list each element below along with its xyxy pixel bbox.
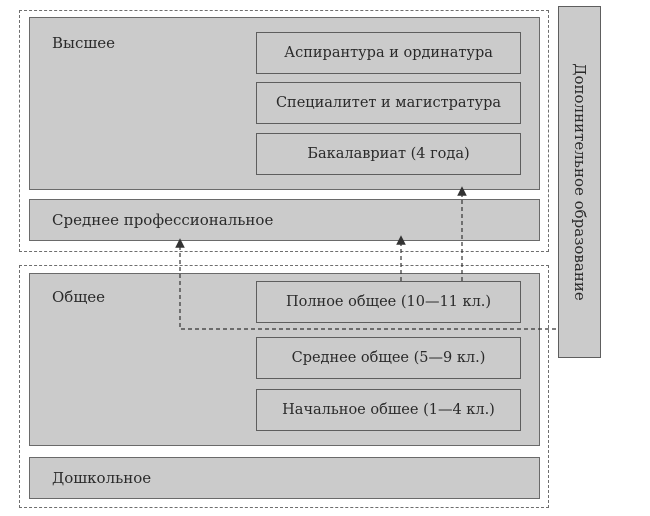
basic-general-box: Среднее общее (5—9 кл.) (256, 337, 521, 379)
complete-general-box: Полное общее (10—11 кл.) (256, 281, 521, 323)
higher-education-label: Высшее (52, 34, 116, 52)
general-education-label: Общее (52, 288, 106, 306)
additional-education-box: Дополнительное образование (558, 6, 601, 358)
preschool-panel (29, 457, 540, 499)
specialist-master-box: Специалитет и магистратура (256, 82, 521, 124)
primary-general-box: Начальное обшее (1—4 кл.) (256, 389, 521, 431)
secondary-professional-label: Среднее профессиональное (52, 211, 274, 229)
additional-education-label: Дополнительное образование (570, 63, 589, 301)
bachelor-box: Бакалавриат (4 года) (256, 133, 521, 175)
preschool-label: Дошкольное (52, 469, 152, 487)
secondary-professional-panel (29, 199, 540, 241)
postgraduate-box: Аспирантура и ординатура (256, 32, 521, 74)
